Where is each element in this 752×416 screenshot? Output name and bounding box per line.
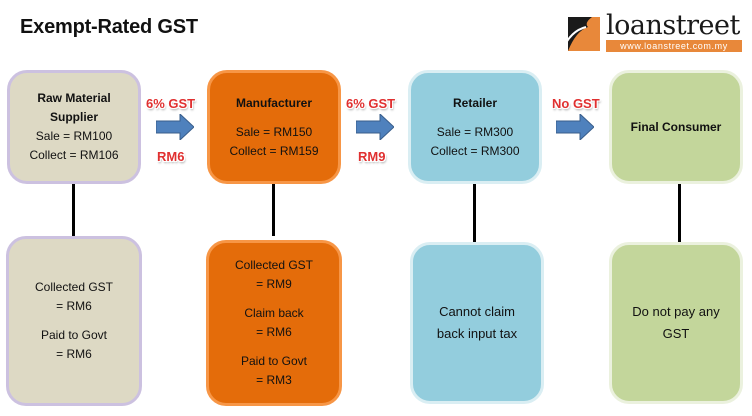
stage-name: Final Consumer [630,119,722,134]
stage-manufacturer: Manufacturer Sale = RM150 Collect = RM15… [207,70,341,184]
stage-name: Manufacturer [235,95,312,110]
road-logo-icon [562,17,600,51]
connector-line [678,184,681,242]
page-title: Exempt-Rated GST [20,16,198,38]
collect-value: Collect = RM106 [29,148,119,162]
sale-value: Sale = RM100 [35,129,113,143]
connector-line [72,184,75,236]
stage-name-line2: Supplier [49,110,98,124]
detail-line: Collected GST [234,258,314,272]
detail-line: = RM6 [256,325,292,339]
detail-line: Cannot claim [439,304,515,319]
detail-line: back input tax [436,326,518,341]
arrow-3-top-label: No GST [552,96,600,111]
right-arrow-icon [556,114,594,140]
stage-retailer: Retailer Sale = RM300 Collect = RM300 [408,70,542,184]
arrow-1-bottom-label: RM6 [157,149,185,164]
detail-raw-material-supplier: Collected GST = RM6 Paid to Govt = RM6 [6,236,142,406]
stage-name: Raw Material [37,91,111,105]
detail-line: Claim back [244,306,304,320]
detail-manufacturer: Collected GST = RM9 Claim back = RM6 Pai… [206,240,342,406]
right-arrow-icon [156,114,194,140]
stage-raw-material-supplier: Raw Material Supplier Sale = RM100 Colle… [7,70,141,184]
detail-line: = RM6 [56,347,92,361]
detail-final-consumer: Do not pay any GST [609,242,743,404]
arrow-2-top-label: 6% GST [346,96,396,111]
stage-name: Retailer [452,95,498,110]
sale-value: Sale = RM150 [235,124,313,139]
detail-line: GST [662,326,690,341]
connector-line [272,184,275,236]
detail-line: Do not pay any [632,304,720,319]
collect-value: Collect = RM300 [430,143,520,158]
detail-line: = RM3 [256,373,292,387]
connector-line [473,184,476,242]
detail-line: = RM6 [56,299,92,313]
detail-line: Paid to Govt [240,354,308,368]
collect-value: Collect = RM159 [229,143,319,158]
loanstreet-logo: loanstreet www.loanstreet.com.my [562,10,742,54]
detail-retailer: Cannot claim back input tax [410,242,544,404]
arrow-2-bottom-label: RM9 [358,149,386,164]
detail-line: Paid to Govt [40,328,108,342]
arrow-1-top-label: 6% GST [146,96,196,111]
logo-url: www.loanstreet.com.my [606,40,742,52]
detail-line: Collected GST [34,280,114,294]
right-arrow-icon [356,114,394,140]
logo-wordmark: loanstreet [606,10,740,41]
stage-final-consumer: Final Consumer [609,70,743,184]
sale-value: Sale = RM300 [436,124,514,139]
detail-line: = RM9 [256,277,292,291]
